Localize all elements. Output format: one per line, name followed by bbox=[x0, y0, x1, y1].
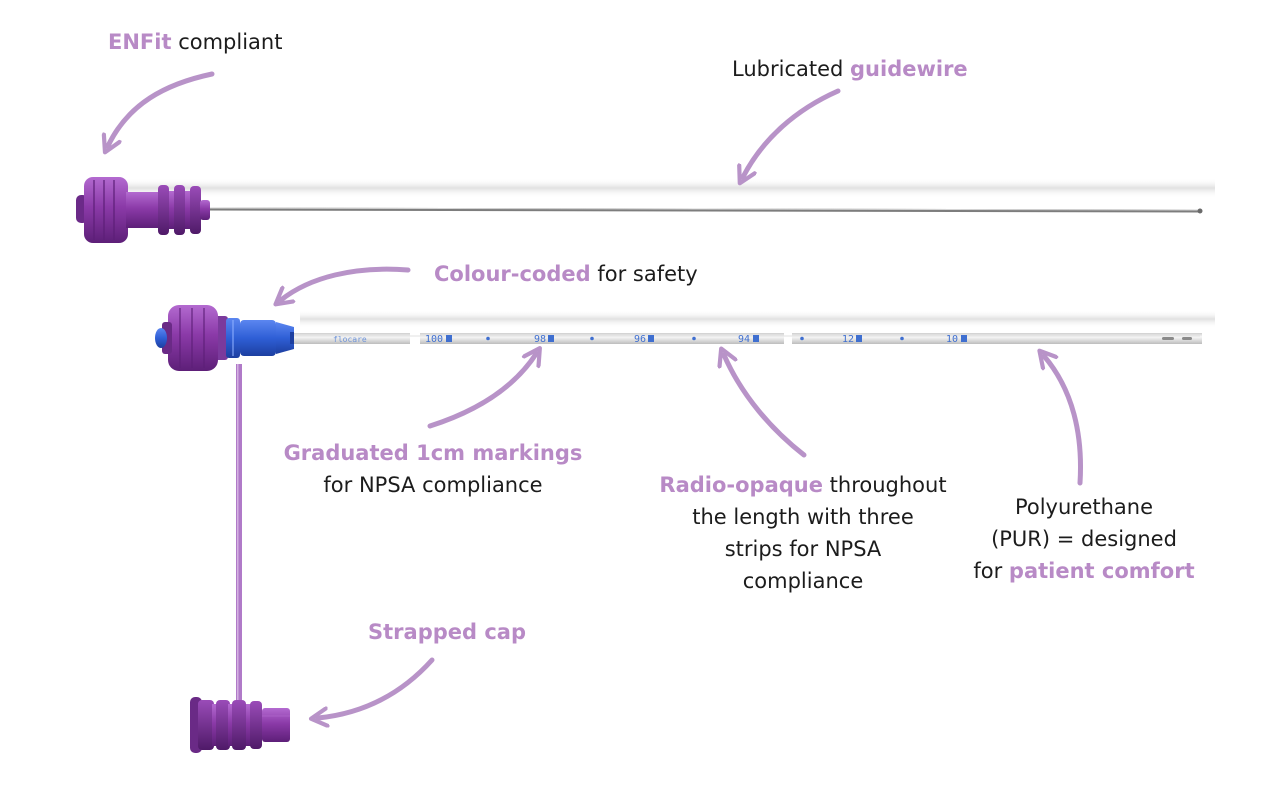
label-pur-highlight: patient comfort bbox=[1008, 559, 1195, 583]
cap-strap bbox=[236, 364, 242, 700]
label-radio-highlight: Radio-opaque bbox=[659, 473, 823, 497]
feeding-tube-assembly: flocare 100 98 96 94 12 10 bbox=[155, 305, 1202, 753]
tube-marking-98: 98 bbox=[534, 334, 546, 345]
label-guidewire-highlight: guidewire bbox=[850, 57, 968, 81]
label-radio-opaque: Radio-opaque throughout the length with … bbox=[653, 469, 953, 597]
strapped-cap bbox=[190, 697, 290, 753]
tube-marking-12: 12 bbox=[842, 334, 854, 345]
tube-marking-dot bbox=[486, 336, 490, 341]
tube-marking-dot bbox=[590, 336, 594, 341]
label-pur-line2: (PUR) = designed bbox=[991, 527, 1177, 551]
label-radio-rest: throughout bbox=[822, 473, 947, 497]
tube-marking-block bbox=[648, 335, 654, 342]
tube-marking-block bbox=[446, 335, 452, 342]
arrow-guidewire bbox=[743, 88, 841, 177]
tube-marking-block bbox=[856, 335, 862, 342]
label-colour-coded: Colour-coded for safety bbox=[434, 258, 698, 290]
label-strapped-cap: Strapped cap bbox=[368, 616, 526, 648]
tube-shadow bbox=[300, 310, 1215, 328]
label-enfit-highlight: ENFit bbox=[108, 30, 172, 54]
arrow-radio-opaque bbox=[724, 355, 807, 458]
arrow-enfit bbox=[108, 71, 215, 146]
tube-marking-96: 96 bbox=[634, 334, 646, 345]
arrow-polyurethane bbox=[1044, 356, 1083, 486]
guidewire-shadow bbox=[100, 178, 1215, 198]
blue-colour-coded-hub bbox=[214, 316, 294, 360]
label-lubricated-guidewire: Lubricated guidewire bbox=[732, 53, 968, 85]
arrow-graduated bbox=[427, 354, 536, 429]
guidewire-assembly bbox=[76, 177, 1203, 243]
label-guidewire-prefix: Lubricated bbox=[732, 57, 851, 81]
tube-segment-2 bbox=[420, 333, 784, 344]
label-graduated-markings: Graduated 1cm markings for NPSA complian… bbox=[283, 437, 583, 501]
guidewire-tip bbox=[1197, 208, 1203, 214]
guidewire-enfit-connector bbox=[76, 177, 210, 243]
arrow-colour-coded bbox=[281, 266, 411, 300]
label-enfit-compliant: ENFit compliant bbox=[108, 26, 282, 58]
label-polyurethane: Polyurethane (PUR) = designed for patien… bbox=[954, 491, 1214, 587]
label-pur-prefix: for bbox=[973, 559, 1009, 583]
tube-marking-block bbox=[753, 335, 759, 342]
label-radio-line4: compliance bbox=[742, 569, 864, 593]
arrow-strapped-cap bbox=[318, 657, 435, 718]
label-radio-line2: the length with three bbox=[692, 505, 914, 529]
label-graduated-line2: for NPSA compliance bbox=[323, 473, 543, 497]
tube-segment-3 bbox=[792, 333, 1202, 344]
label-strap-highlight: Strapped cap bbox=[368, 620, 526, 644]
guidewire bbox=[204, 207, 1201, 213]
feeding-tube-enfit-connector bbox=[155, 305, 218, 371]
tube-marking-94: 94 bbox=[738, 334, 750, 345]
tube-marking-block bbox=[548, 335, 554, 342]
tube-port bbox=[1182, 337, 1192, 340]
label-colour-rest: for safety bbox=[590, 262, 698, 286]
tube-marking-dot bbox=[692, 336, 696, 341]
tube-port bbox=[1162, 337, 1174, 340]
label-enfit-rest: compliant bbox=[171, 30, 283, 54]
label-radio-line3: strips for NPSA bbox=[724, 537, 882, 561]
tube-marking-dot bbox=[900, 336, 904, 341]
label-colour-highlight: Colour-coded bbox=[434, 262, 591, 286]
tube-marking-dot bbox=[800, 336, 804, 341]
tube-segment-1 bbox=[292, 333, 410, 344]
tube-marking-10: 10 bbox=[946, 334, 958, 345]
label-graduated-highlight: Graduated 1cm markings bbox=[283, 441, 583, 465]
guidewire-highlight bbox=[204, 207, 1201, 211]
tube-marking-block bbox=[961, 335, 967, 342]
tube-brand-text: flocare bbox=[333, 335, 367, 344]
label-pur-line1: Polyurethane bbox=[1014, 495, 1154, 519]
tube-marking-100: 100 bbox=[425, 334, 443, 345]
